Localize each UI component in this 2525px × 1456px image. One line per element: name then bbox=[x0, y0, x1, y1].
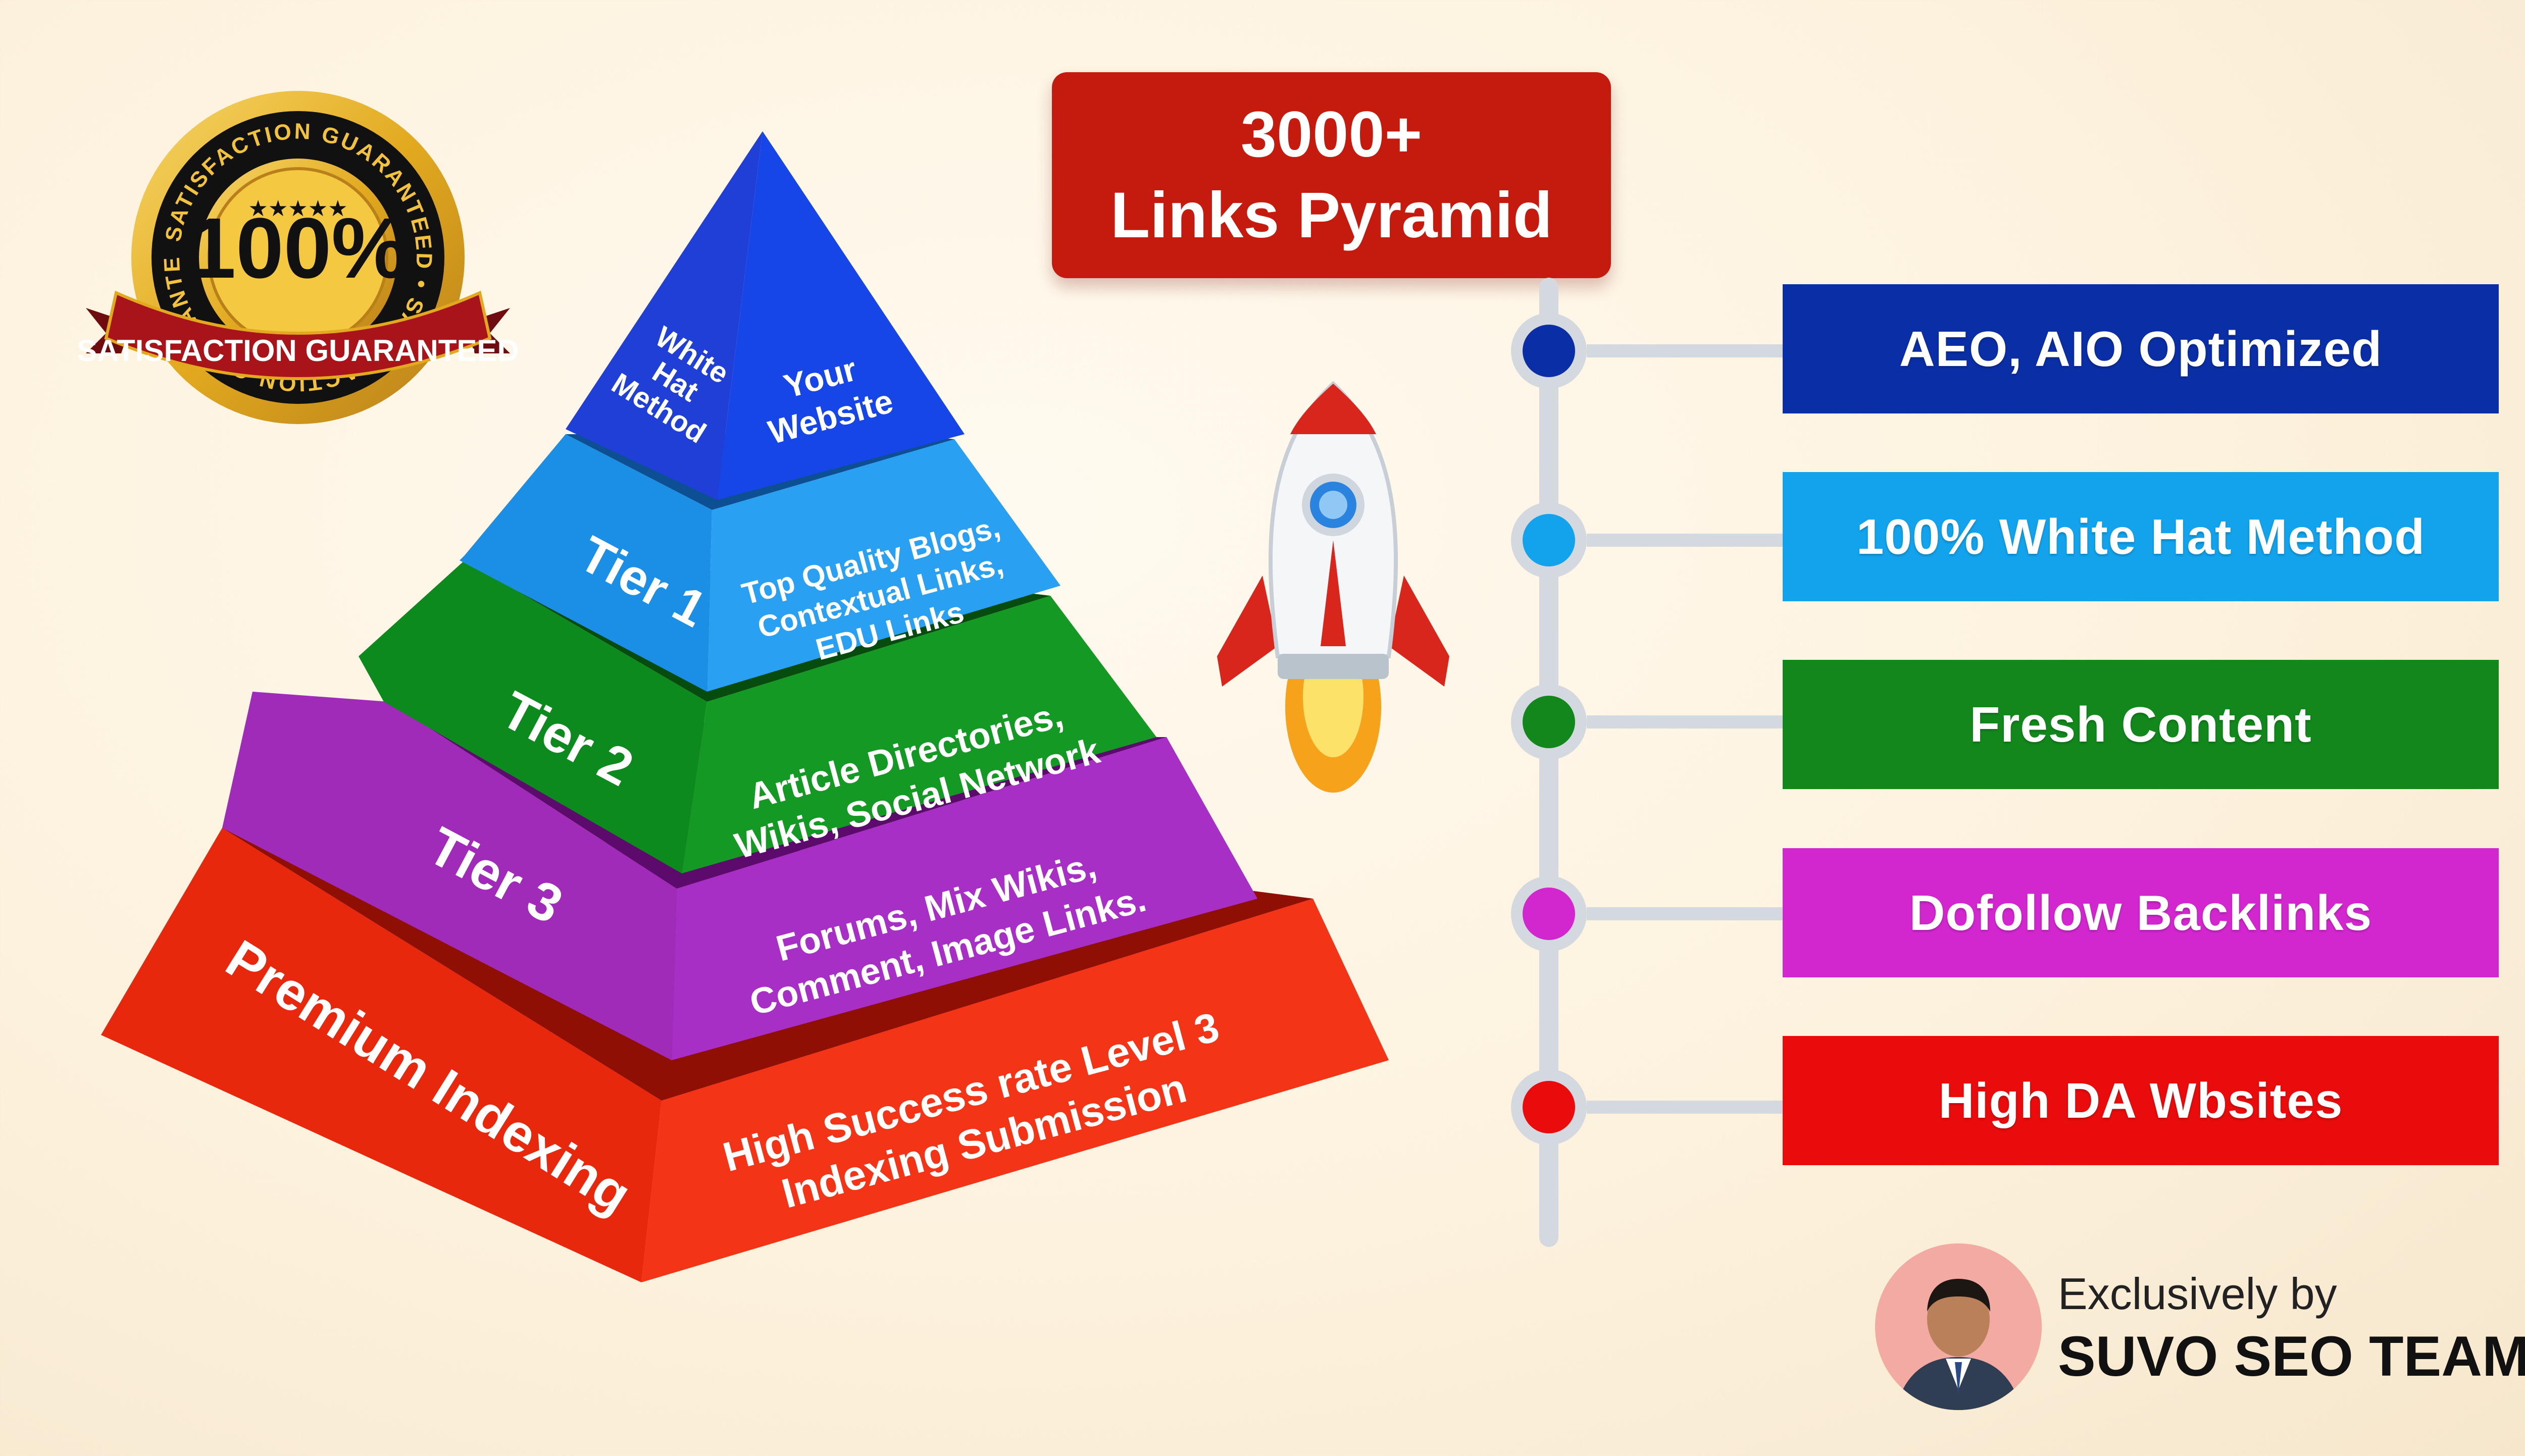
timeline-node-3 bbox=[1511, 684, 1587, 760]
title-box: 3000+ Links Pyramid bbox=[1052, 72, 1611, 278]
credit-label: Exclusively by bbox=[2058, 1269, 2337, 1319]
title-text: Links Pyramid bbox=[1110, 179, 1552, 251]
feature-aeo-aio-optimized: AEO, AIO Optimized bbox=[1783, 284, 2499, 413]
timeline-node-1 bbox=[1511, 313, 1587, 389]
timeline-connector-2 bbox=[1587, 534, 1784, 547]
person-icon bbox=[1875, 1243, 2042, 1410]
feature-high-da-websites: High DA Wbsites bbox=[1783, 1036, 2499, 1165]
badge-percent: 100% bbox=[188, 200, 408, 296]
credit-team-name: SUVO SEO TEAM bbox=[2058, 1325, 2525, 1388]
links-pyramid: White Hat Method Your Website Tier 1 Top… bbox=[101, 131, 1389, 1282]
pyramid-apex bbox=[566, 131, 965, 500]
rocket-icon bbox=[1217, 381, 1449, 793]
title-count: 3000+ bbox=[1240, 98, 1423, 171]
satisfaction-badge: SATISFACTION GUARANTEED • SATISFACTION G… bbox=[76, 71, 519, 424]
timeline-node-5 bbox=[1511, 1069, 1587, 1145]
feature-dofollow-backlinks: Dofollow Backlinks bbox=[1783, 848, 2499, 977]
timeline-connector-1 bbox=[1587, 344, 1784, 357]
avatar bbox=[1875, 1243, 2042, 1410]
feature-white-hat-method: 100% White Hat Method bbox=[1783, 472, 2499, 601]
timeline-connector-4 bbox=[1587, 907, 1784, 920]
timeline-node-4 bbox=[1511, 876, 1587, 952]
feature-fresh-content: Fresh Content bbox=[1783, 660, 2499, 789]
timeline-connector-3 bbox=[1587, 715, 1784, 729]
timeline-connector-5 bbox=[1587, 1101, 1784, 1114]
badge-ribbon-text: SATISFACTION GUARANTEED bbox=[77, 334, 519, 368]
badge-stars: ★★★★★ bbox=[248, 196, 347, 221]
timeline-node-2 bbox=[1511, 502, 1587, 578]
